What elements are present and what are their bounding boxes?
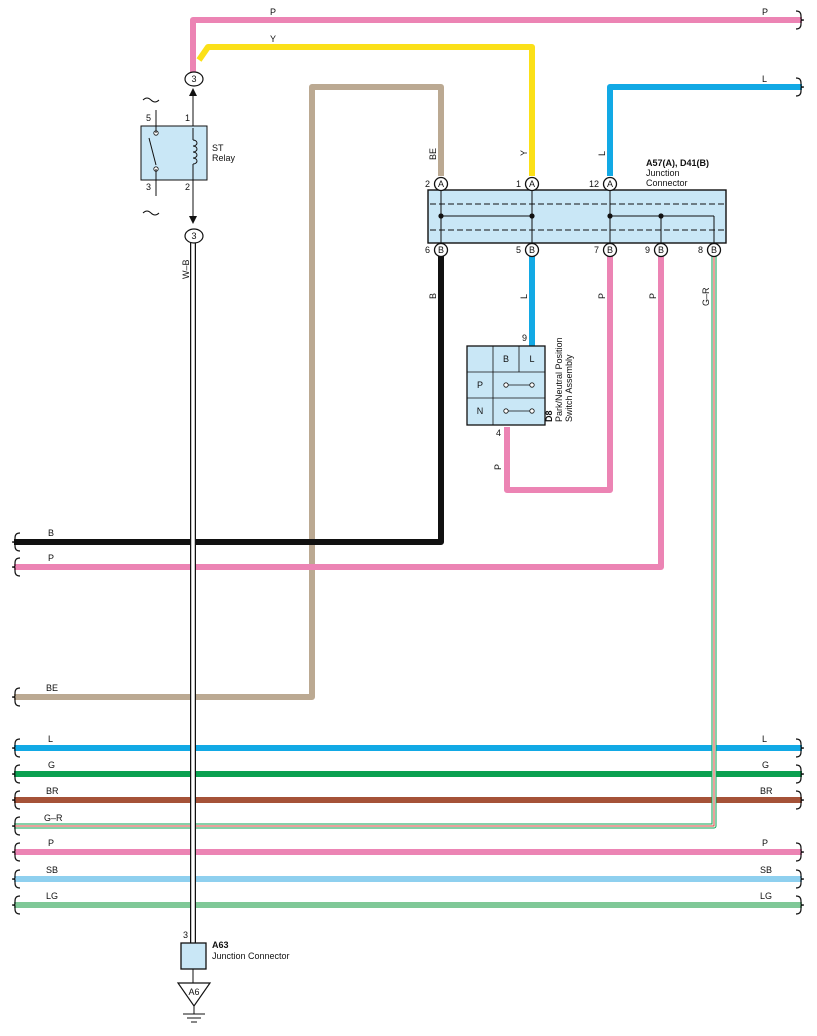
relay-switch-contact — [148, 137, 157, 166]
pin-7b: B 7 — [594, 242, 618, 258]
pin-2a-letter: A — [438, 179, 444, 189]
pin-5b-letter: B — [529, 245, 535, 255]
pin-8b: B 8 — [698, 242, 722, 258]
pin-1a-number: 1 — [516, 179, 521, 189]
label-w-b: W–B — [181, 259, 191, 279]
left-bus-label-be: BE — [46, 683, 58, 693]
pn-switch-pin-4: 4 — [496, 428, 501, 438]
pin-7b-letter: B — [607, 245, 613, 255]
pin-9b-letter: B — [658, 245, 664, 255]
wire-be — [14, 84, 444, 700]
bus-label-g-left: G — [48, 760, 55, 770]
st-relay-label-1: ST — [212, 143, 224, 153]
pin-5b-number: 5 — [516, 245, 521, 255]
pn-switch-pin-9: 9 — [522, 333, 527, 343]
st-relay-pin2: 2 — [185, 182, 190, 192]
wire-p-pin9 — [14, 250, 664, 570]
wire-g-r — [14, 250, 717, 829]
bus-label-br-right: BR — [760, 786, 773, 796]
st-relay: 5 1 3 2 ST Relay — [140, 88, 236, 224]
a63-code: A63 — [212, 940, 229, 950]
label-p-pin9: P — [648, 293, 658, 299]
label-l-right: L — [762, 74, 767, 84]
st-relay-label-2: Relay — [212, 153, 236, 163]
pin-1a: A 1 — [516, 176, 540, 192]
pn-switch-name-1: Park/Neutral Position — [554, 337, 564, 422]
pin-2a: A 2 — [425, 176, 449, 192]
a63-pin: 3 — [183, 930, 188, 940]
bus-label-g-r-left: G–R — [44, 813, 63, 823]
junction-connector-code: A57(A), D41(B) — [646, 158, 709, 168]
pin-6b-number: 6 — [425, 245, 430, 255]
pn-switch-col-b: B — [503, 354, 509, 364]
junction-connector-name-1: Junction — [646, 168, 680, 178]
label-l-vertical: L — [597, 151, 607, 156]
bus-label-l-left: L — [48, 734, 53, 744]
pin-6b-letter: B — [438, 245, 444, 255]
pin-2a-number: 2 — [425, 179, 430, 189]
wire-l-top — [607, 84, 802, 176]
junction-connector-name-2: Connector — [646, 178, 688, 188]
bus-label-lg-left: LG — [46, 891, 58, 901]
label-l-lower: L — [519, 294, 529, 299]
label-top-p-right: P — [762, 7, 768, 17]
pin-9b-number: 9 — [645, 245, 650, 255]
wire-b — [14, 250, 444, 545]
label-top-p-left: P — [270, 7, 276, 17]
relay-bottom-connector-pin: 3 — [191, 231, 196, 241]
relay-coil — [192, 139, 198, 165]
ground-a6: A6 — [176, 982, 212, 1023]
label-g-r-vertical: G–R — [701, 287, 711, 306]
bus-label-lg-right: LG — [760, 891, 772, 901]
bus-label-br-left: BR — [46, 786, 59, 796]
pin-1a-letter: A — [529, 179, 535, 189]
relay-bottom-connector: 3 — [184, 228, 204, 244]
pin-12a-letter: A — [607, 179, 613, 189]
pn-switch-row-n: N — [477, 406, 484, 416]
pn-switch-col-l: L — [529, 354, 534, 364]
label-p-switch: P — [493, 464, 503, 470]
pin-5b: B 5 — [516, 242, 540, 258]
bus-label-p-left: P — [48, 838, 54, 848]
label-y: Y — [270, 34, 276, 44]
label-p-pin7: P — [597, 293, 607, 299]
wire-y — [196, 44, 535, 176]
junction-connector-a57-d41: A57(A), D41(B) Junction Connector — [427, 158, 727, 244]
bus-label-sb-left: SB — [46, 865, 58, 875]
st-relay-pin3: 3 — [146, 182, 151, 192]
label-be-vertical: BE — [428, 148, 438, 160]
pin-8b-number: 8 — [698, 245, 703, 255]
brace-marks — [11, 10, 805, 915]
relay-top-connector: 3 — [184, 71, 204, 87]
label-b-vertical: B — [428, 293, 438, 299]
a63-name: Junction Connector — [212, 951, 290, 961]
bus-label-g-right: G — [762, 760, 769, 770]
ground-a6-label: A6 — [188, 987, 199, 997]
pin-9b: B 9 — [645, 242, 669, 258]
a63-junction-connector: 3 A63 Junction Connector — [180, 930, 290, 983]
bus-label-sb-right: SB — [760, 865, 772, 875]
left-bus-label-p: P — [48, 553, 54, 563]
pin-8b-letter: B — [711, 245, 717, 255]
bus-label-p-right: P — [762, 838, 768, 848]
pn-switch-d8: B L P N 9 4 D8 Park/Neutral Position Swi… — [466, 333, 574, 438]
st-relay-pin5: 5 — [146, 113, 151, 123]
label-y-vertical: Y — [519, 150, 529, 156]
pin-6b: B 6 — [425, 242, 449, 258]
pin-12a: A 12 — [589, 176, 618, 192]
pin-12a-number: 12 — [589, 179, 599, 189]
pn-switch-name-2: Switch Assembly — [564, 354, 574, 422]
a63-box — [180, 942, 207, 970]
st-relay-box — [140, 125, 208, 181]
wire-p-pin7 — [504, 250, 613, 493]
left-bus-label-b: B — [48, 528, 54, 538]
st-relay-pin1: 1 — [185, 113, 190, 123]
wire-p-top — [190, 17, 802, 72]
bus-label-l-right: L — [762, 734, 767, 744]
pn-switch-row-p: P — [477, 380, 483, 390]
relay-top-connector-pin: 3 — [191, 74, 196, 84]
pn-switch-code: D8 — [544, 410, 554, 422]
pin-7b-number: 7 — [594, 245, 599, 255]
